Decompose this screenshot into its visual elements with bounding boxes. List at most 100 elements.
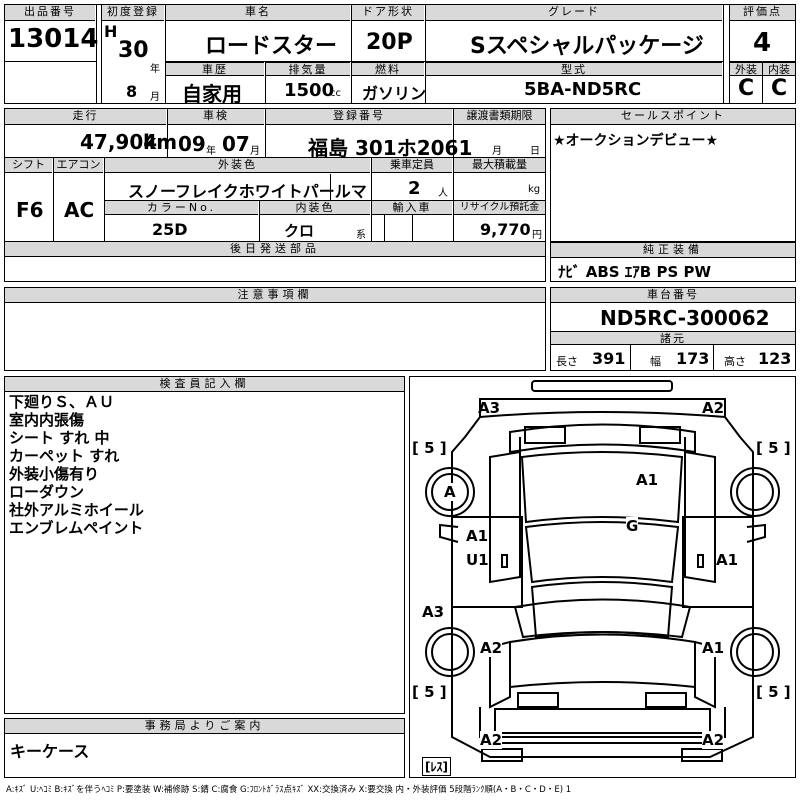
door-left: [451, 516, 523, 608]
inspector-line: 下廻りＳ、ＡＵ: [9, 393, 115, 411]
inspector-line: カーペット すれ: [9, 447, 120, 465]
lot-label: 出品番号: [5, 5, 95, 21]
fuel: ガソリン: [362, 84, 427, 103]
inspection-label: 車検: [168, 109, 264, 125]
height: 123: [758, 349, 792, 368]
capacity-label: 乗車定員: [372, 158, 452, 173]
recycle-unit: 円: [532, 230, 542, 241]
displacement-label: 排気量: [266, 62, 350, 76]
interior-grade: C: [771, 76, 788, 101]
mark-a2-left: A2: [480, 639, 503, 657]
height-label: 高さ: [724, 355, 746, 368]
exterior-color: スノーフレイクホワイトパールマ: [128, 182, 367, 201]
headlight-right: [639, 426, 681, 444]
fender-right: [684, 450, 716, 584]
exterior-label: 外装: [730, 62, 762, 76]
mark-a2-bottom-right: A2: [702, 731, 725, 749]
hood: [520, 451, 684, 524]
rear-panel: [494, 708, 711, 734]
ac-label: エアコン: [54, 158, 103, 173]
recycle: 9,770: [480, 220, 531, 239]
color-no-label: カラーNo.: [105, 201, 258, 215]
interior-color-label: 内装色: [260, 201, 370, 215]
roof: [530, 581, 674, 639]
inspector-line: ローダウン: [9, 483, 85, 501]
front-panel: [479, 398, 726, 419]
mark-a1-right: A1: [702, 639, 725, 657]
trunk: [509, 633, 696, 689]
body-outline: [451, 416, 754, 758]
car-name-label: 車名: [166, 5, 350, 21]
inspector-box: [4, 376, 405, 714]
tire-mark-rear-left: [ 5 ]: [412, 683, 447, 701]
reg-year: 30: [118, 38, 149, 63]
legend: A:ｷｽﾞ U:ﾍｺﾐ B:ｷｽﾞを伴うﾍｺﾐ P:要塗装 W:補修跡 S:錆 …: [6, 785, 572, 795]
mark-a3-top-left: A3: [478, 399, 501, 417]
fender-left: [489, 450, 521, 584]
insp-month: 07: [222, 132, 250, 156]
length: 391: [592, 349, 626, 368]
mark-a3-left: A3: [422, 603, 445, 621]
plate-label: 登録番号: [266, 109, 452, 125]
spec-label: 諸元: [551, 331, 795, 345]
score: 4: [753, 28, 772, 58]
load-label: 最大積載量: [454, 158, 545, 173]
genuine-box: [550, 242, 796, 282]
import-label: 輸入車: [372, 201, 452, 215]
tire-mark-rear-right: [ 5 ]: [756, 683, 791, 701]
length-label: 長さ: [556, 355, 578, 368]
tire-mark-front-left: [ 5 ]: [412, 439, 447, 457]
office-text: キーケース: [10, 742, 90, 761]
tire-rear-right: [730, 627, 780, 677]
car-name: ロードスター: [205, 34, 338, 59]
tire-rear-left: [425, 627, 475, 677]
mark-a2-top-right: A2: [702, 399, 725, 417]
color-no: 25D: [152, 220, 188, 239]
year-unit: 年: [150, 64, 160, 75]
quarter-right: [694, 640, 716, 709]
chassis-number: ND5RC-300062: [600, 306, 770, 330]
notes-label: 注意事項欄: [5, 288, 545, 303]
taillight-left: [517, 692, 559, 708]
recycle-label: リサイクル預託金: [454, 201, 545, 215]
door-label: ドア形状: [352, 5, 424, 21]
chassis-box: [550, 287, 796, 371]
interior-color-unit: 系: [356, 230, 366, 241]
mark-a1-right-door: A1: [716, 551, 739, 569]
insp-year: 09: [178, 132, 206, 156]
later-parts-label: 後日発送部品: [5, 242, 545, 257]
tire-front-right: [730, 467, 780, 517]
era: H: [104, 22, 118, 41]
mark-a1-left-door: A1: [466, 527, 489, 545]
exterior-grade: C: [738, 76, 755, 101]
mark-a2-bottom-left: A2: [480, 731, 503, 749]
car-diagram: A3 A2 [ 5 ] [ 5 ] A A1 G A1 U1 A1 A3 A2 …: [409, 376, 796, 778]
mark-u1-left-door: U1: [466, 551, 489, 569]
displacement-unit: cc: [330, 88, 341, 99]
load-unit: kg: [528, 184, 541, 195]
inspector-line: 室内内張傷: [9, 411, 85, 429]
inspector-line: 外装小傷有り: [9, 465, 100, 483]
shift-label: シフト: [5, 158, 52, 173]
transfer-label: 譲渡書類期限: [454, 109, 545, 125]
notes-box: [4, 287, 546, 371]
sales-point-label: セールスポイント: [551, 109, 795, 125]
capacity: 2: [408, 178, 421, 199]
less-mark: [ﾚｽ]: [422, 757, 451, 776]
history-label: 車歴: [166, 62, 264, 76]
interior-color: クロ: [284, 222, 315, 240]
lot-number: 13014: [8, 24, 99, 54]
history: 自家用: [182, 82, 242, 106]
tire-mark-front-right: [ 5 ]: [756, 439, 791, 457]
score-label: 評価点: [730, 5, 795, 21]
sales-point-text: ★オークションデビュー★: [553, 133, 719, 149]
mileage-label: 走行: [5, 109, 166, 125]
inspector-line: シート すれ 中: [9, 429, 110, 447]
mark-a-left: A: [444, 483, 456, 501]
chassis-label: 車台番号: [551, 288, 795, 303]
capacity-unit: 人: [438, 188, 448, 199]
width: 173: [676, 349, 710, 368]
mileage: 47,904: [80, 130, 158, 154]
displacement: 1500: [284, 80, 335, 101]
quarter-left: [489, 640, 511, 709]
